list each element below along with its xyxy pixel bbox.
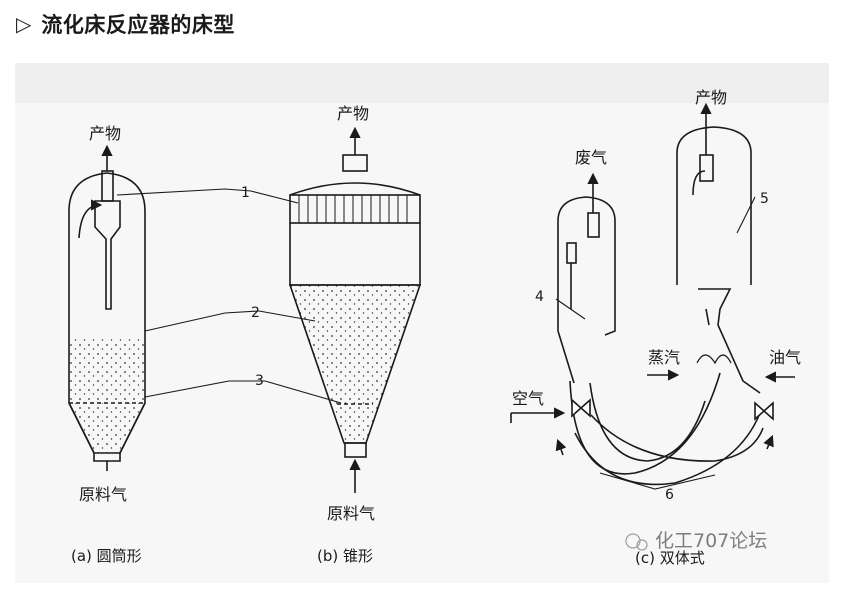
- callout-4: 4: [535, 289, 544, 305]
- feed-gas-label-a: 原料气: [79, 485, 127, 504]
- product-label-a: 产物: [89, 124, 121, 143]
- product-label-b: 产物: [337, 104, 369, 123]
- watermark: 化工707论坛: [625, 530, 767, 552]
- steam-label: 蒸汽: [648, 348, 680, 367]
- reactor-c-dual: [510, 102, 795, 486]
- section-title: 流化床反应器的床型: [41, 13, 235, 37]
- reactor-a-cylindrical: [68, 144, 146, 471]
- callout-5: 5: [760, 191, 769, 207]
- feed-gas-label-b: 原料气: [327, 504, 375, 523]
- callout-3: 3: [255, 373, 264, 389]
- reactor-figure: 产物 原料气 产物 原料气 废气 产物 空气 蒸汽 油气 1 2 3 4 5 6…: [15, 63, 829, 583]
- caption-a: (a) 圆筒形: [71, 547, 142, 565]
- section-header: ▷ 流化床反应器的床型: [16, 6, 235, 42]
- exhaust-label: 废气: [575, 148, 607, 167]
- callout-6: 6: [665, 487, 674, 503]
- leader-lines: [116, 188, 756, 490]
- callout-2: 2: [251, 305, 260, 321]
- callout-1: 1: [241, 185, 250, 201]
- caption-c: (c) 双体式: [635, 549, 705, 567]
- caption-b: (b) 锥形: [317, 547, 373, 565]
- triangle-marker-icon: ▷: [16, 12, 32, 36]
- reactor-b-conical: [288, 126, 422, 493]
- air-label: 空气: [512, 389, 544, 408]
- product-label-c: 产物: [695, 88, 727, 107]
- watermark-text: 化工707论坛: [655, 530, 767, 552]
- oil-gas-label: 油气: [769, 348, 801, 367]
